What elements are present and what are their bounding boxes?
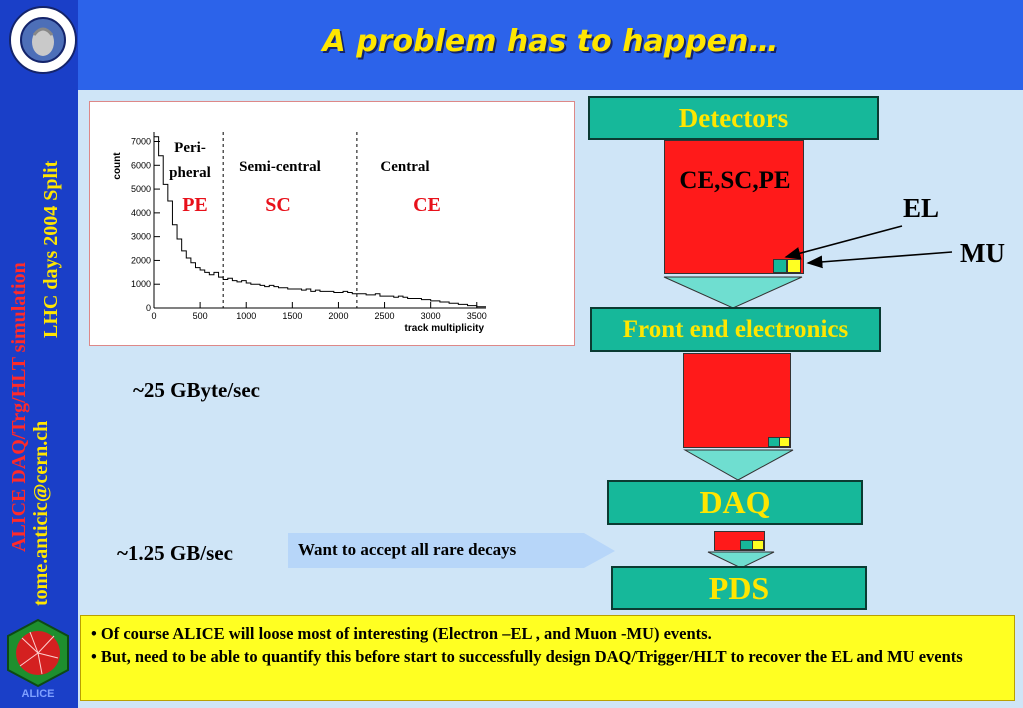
funnel-3 xyxy=(707,551,775,569)
y-tick-label: 3000 xyxy=(131,232,151,242)
y-tick-label: 1000 xyxy=(131,279,151,289)
region-abbr: CE xyxy=(413,194,441,216)
y-tick-label: 2000 xyxy=(131,255,151,265)
mu-marker xyxy=(787,259,801,273)
pds-label: PDS xyxy=(708,569,770,606)
y-tick-label: 5000 xyxy=(131,184,151,194)
el-label: EL xyxy=(903,193,940,223)
y-tick-label: 4000 xyxy=(131,208,151,218)
daq-box: DAQ xyxy=(607,480,863,525)
y-axis-label: count xyxy=(112,152,123,180)
rate-label-2: ~1.25 GB/sec xyxy=(117,541,233,565)
note-item: • But, need to be able to quantify this … xyxy=(91,647,963,666)
detectors-box: Detectors xyxy=(588,96,879,140)
x-tick-label: 1000 xyxy=(236,311,256,321)
front-end-label: Front end electronics xyxy=(622,315,849,343)
daq-data-block xyxy=(714,531,765,551)
el-arrow xyxy=(784,225,903,260)
x-tick-label: 2000 xyxy=(328,311,348,321)
slide-title: A problem has to happen… xyxy=(322,24,779,59)
note-item-text: But, need to be able to quantify this be… xyxy=(100,647,963,666)
sidebar-title: ALICE DAQ/Trg/HLT simulation xyxy=(8,262,30,552)
y-tick-label: 6000 xyxy=(131,160,151,170)
x-tick-label: 3500 xyxy=(467,311,487,321)
institute-logo xyxy=(8,5,78,75)
multiplicity-histogram: 0 500 1000 1500 2000 2500 3000 3500 0 1000 2000 300… xyxy=(112,132,487,334)
histogram-series xyxy=(154,136,486,308)
detectors-label: Detectors xyxy=(678,102,789,133)
header-bar xyxy=(78,0,1023,90)
sidebar xyxy=(0,0,78,708)
x-tick-label: 0 xyxy=(151,311,156,321)
region-abbr: SC xyxy=(265,194,291,216)
funnel-2 xyxy=(683,449,794,481)
daq-label: DAQ xyxy=(699,484,771,520)
funnel-1 xyxy=(663,276,803,309)
region-name-central: Central xyxy=(380,159,429,175)
mu-marker-3 xyxy=(752,540,764,550)
pds-box: PDS xyxy=(611,566,867,610)
x-axis-label: track multiplicity xyxy=(405,323,485,334)
note-item-text: Of course ALICE will loose most of inter… xyxy=(100,624,712,643)
svg-text:ALICE: ALICE xyxy=(22,688,55,700)
x-tick-label: 500 xyxy=(193,311,208,321)
bottom-note: • Of course ALICE will loose most of int… xyxy=(80,615,1015,701)
note-item: • Of course ALICE will loose most of int… xyxy=(91,624,712,643)
el-marker xyxy=(773,259,787,273)
mu-arrow xyxy=(806,251,953,269)
detector-data-block: CE,SC,PE xyxy=(664,140,804,274)
arrows-overlay xyxy=(663,225,953,309)
multiplicity-histogram-panel: 0 500 1000 1500 2000 2500 3000 3500 0 1000 2000 300… xyxy=(89,101,575,346)
callout-arrow xyxy=(288,533,615,568)
region-abbr: PE xyxy=(182,194,208,216)
callout-text: Want to accept all rare decays xyxy=(298,540,517,559)
y-tick-label: 7000 xyxy=(131,137,151,147)
mu-label: MU xyxy=(960,238,1005,268)
detector-content-label: CE,SC,PE xyxy=(679,167,791,194)
sidebar-event: LHC days 2004 Split xyxy=(40,160,62,338)
alice-logo: ALICE xyxy=(2,618,74,700)
sidebar-email: tome.anticic@cern.ch xyxy=(30,420,52,606)
front-end-electronics-box: Front end electronics xyxy=(590,307,881,352)
region-name-peripheral: Peri- xyxy=(174,140,206,156)
front-end-data-block xyxy=(683,353,791,448)
x-tick-label: 1500 xyxy=(282,311,302,321)
y-tick-label: 0 xyxy=(146,303,151,313)
mu-marker-2 xyxy=(779,437,790,447)
region-name-peripheral-2: pheral xyxy=(169,165,211,181)
rate-label-1: ~25 GByte/sec xyxy=(133,378,260,402)
region-name-semi-central: Semi-central xyxy=(239,159,321,175)
x-tick-label: 2500 xyxy=(375,311,395,321)
x-tick-label: 3000 xyxy=(421,311,441,321)
